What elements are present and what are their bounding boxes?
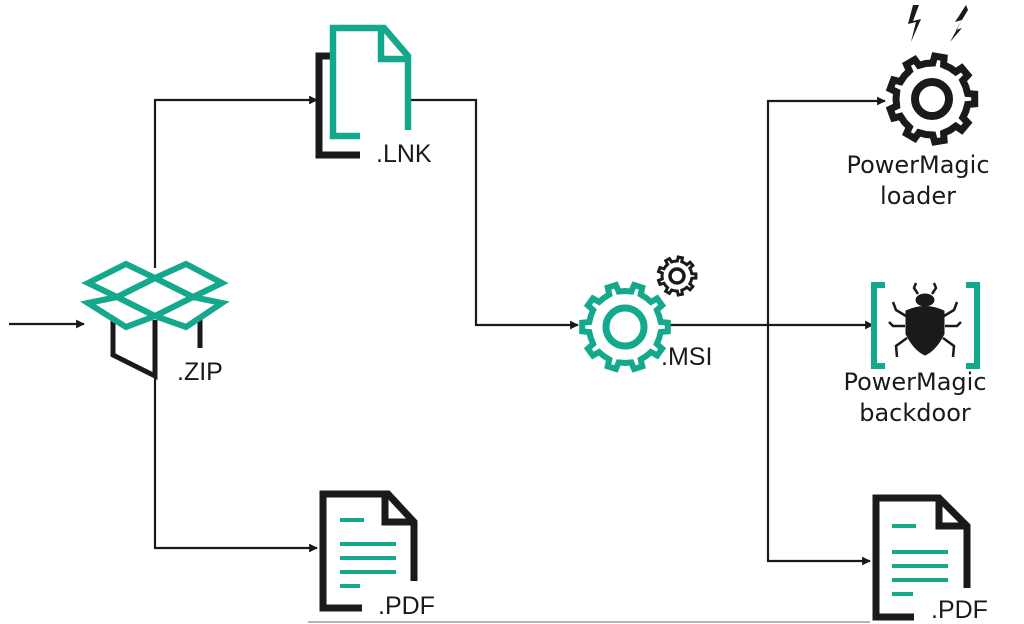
- loader-label: PowerMagic loader: [828, 150, 1008, 212]
- gear-installer-icon: [579, 255, 698, 373]
- backdoor-label: PowerMagic backdoor: [825, 367, 1005, 429]
- open-box-icon: [80, 260, 230, 381]
- shortcut-file-icon: [315, 24, 412, 159]
- backdoor-label-line2: backdoor: [859, 399, 971, 427]
- msi-to-loader-arrow: [766, 96, 886, 325]
- backdoor-label-line1: PowerMagic: [843, 368, 987, 396]
- zip-to-lnk-arrow: [153, 95, 318, 268]
- lnk-to-msi-arrow: [408, 98, 579, 330]
- gear-lightning-icon: [885, 5, 979, 146]
- lnk-label: .LNK: [376, 140, 432, 168]
- msi-to-pdf-arrow: [766, 325, 871, 566]
- loader-label-line2: loader: [880, 182, 956, 210]
- document-icon: [872, 494, 971, 621]
- document-icon: [319, 490, 418, 612]
- pdf-right-label: .PDF: [931, 596, 988, 624]
- bug-icon: [871, 282, 980, 369]
- zip-label: .ZIP: [177, 358, 223, 386]
- msi-label: .MSI: [661, 343, 713, 371]
- loader-label-line1: PowerMagic: [846, 151, 990, 179]
- pdf-left-label: .PDF: [378, 592, 435, 620]
- zip-to-pdf-arrow: [153, 372, 318, 553]
